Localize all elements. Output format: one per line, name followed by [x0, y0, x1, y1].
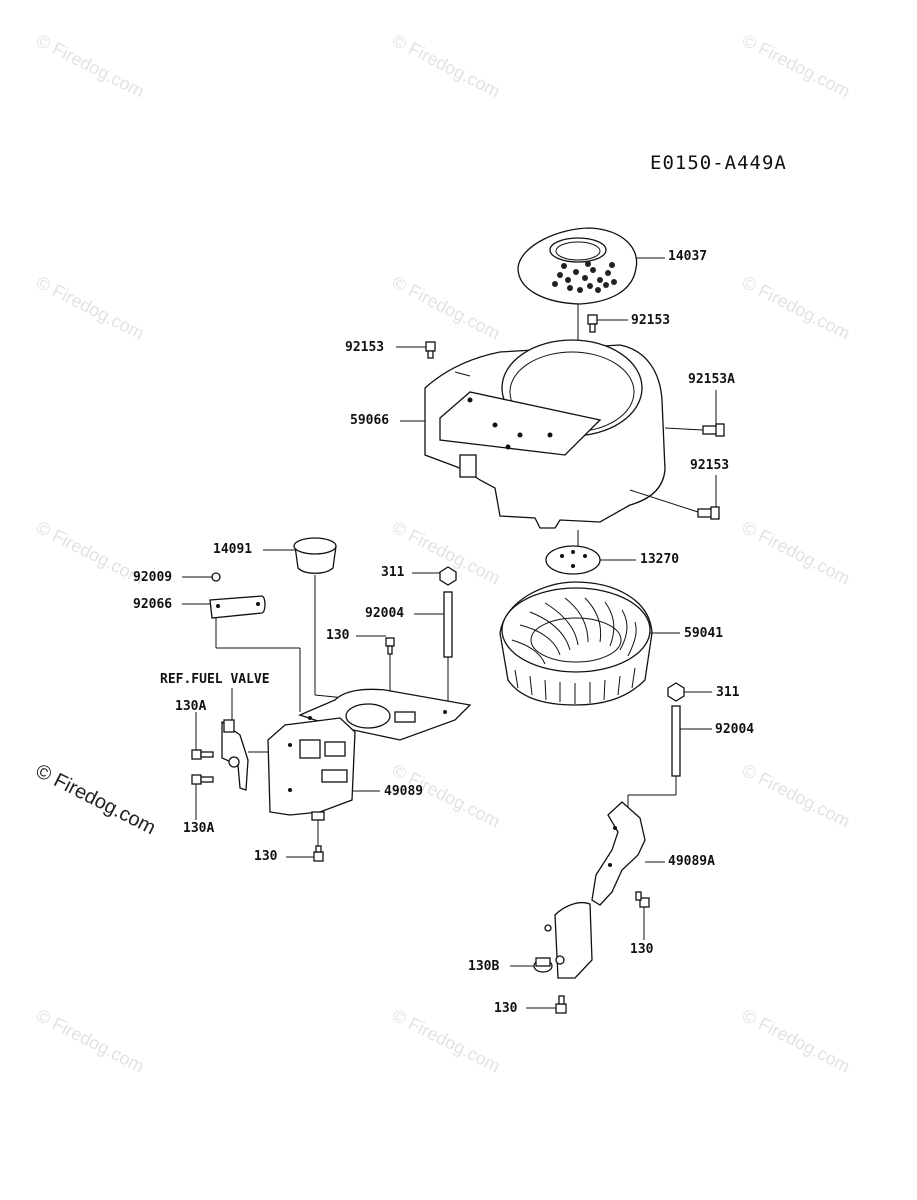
part-92009-screw — [211, 572, 221, 582]
part-92004-stud — [443, 591, 453, 658]
label-59066: 59066 — [350, 413, 390, 428]
part-14091-cap — [293, 537, 337, 574]
part-92004-stud — [671, 705, 681, 777]
label-92153: 92153 — [631, 313, 671, 328]
label-14037: 14037 — [668, 249, 708, 264]
label-92066: 92066 — [133, 597, 173, 612]
part-92153A-bolt — [702, 423, 725, 437]
label-49089A: 49089A — [668, 854, 715, 869]
fuel-valve — [221, 719, 249, 791]
part-311-nut — [667, 682, 685, 702]
part-130-bolt — [313, 845, 324, 862]
label-130A: 130A — [183, 821, 215, 836]
label-311: 311 — [716, 685, 740, 700]
label-130: 130 — [630, 942, 654, 957]
label-311: 311 — [381, 565, 405, 580]
part-130A-bolt — [191, 749, 214, 760]
part-130-bolt — [635, 891, 650, 908]
part-130B-bolt — [533, 957, 553, 973]
label-130A: 130A — [175, 699, 207, 714]
label-130: 130 — [494, 1001, 518, 1016]
part-49089-cover — [267, 717, 356, 821]
part-92153-bolt — [587, 314, 598, 333]
part-311-nut — [439, 566, 457, 586]
label-ref-fuel-valve: REF.FUEL VALVE — [160, 672, 270, 687]
part-14037-screen — [517, 227, 638, 305]
label-92009: 92009 — [133, 570, 173, 585]
part-49089A-shroud — [544, 801, 646, 979]
label-92153A: 92153A — [688, 372, 735, 387]
part-92153-bolt — [425, 341, 436, 359]
label-92153: 92153 — [345, 340, 385, 355]
label-59041: 59041 — [684, 626, 724, 641]
part-130-bolt — [385, 637, 395, 655]
label-92004: 92004 — [715, 722, 755, 737]
label-130: 130 — [254, 849, 278, 864]
diagram-code: E0150-A449A — [650, 152, 787, 174]
part-92066-plate — [209, 595, 266, 619]
label-14091: 14091 — [213, 542, 253, 557]
label-92153: 92153 — [690, 458, 730, 473]
label-92004: 92004 — [365, 606, 405, 621]
part-59041-fan — [499, 581, 653, 706]
part-130A-bolt — [191, 774, 214, 785]
label-130: 130 — [326, 628, 350, 643]
part-59066-fan-housing — [424, 339, 666, 529]
part-92153-bolt — [697, 506, 720, 520]
part-13270-plate — [545, 545, 601, 575]
label-130B: 130B — [468, 959, 500, 974]
label-49089: 49089 — [384, 784, 424, 799]
label-13270: 13270 — [640, 552, 680, 567]
part-130-bolt — [555, 995, 567, 1014]
